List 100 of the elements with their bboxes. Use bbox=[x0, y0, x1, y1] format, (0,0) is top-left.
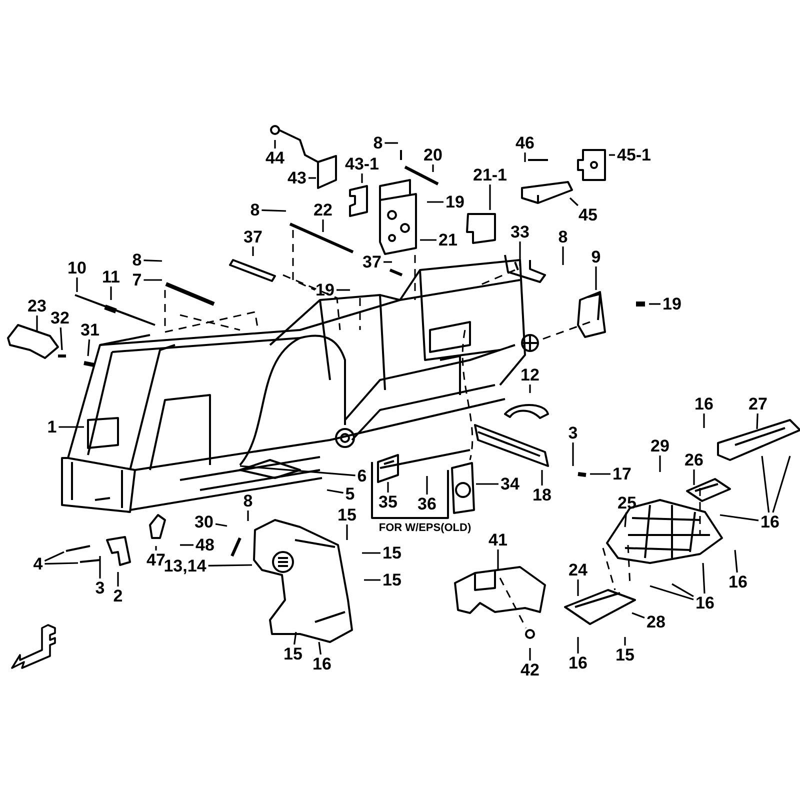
callout-number: 28 bbox=[646, 614, 666, 630]
leader-line bbox=[364, 579, 380, 581]
leader-line bbox=[384, 261, 392, 263]
leader-line bbox=[590, 473, 610, 475]
leader-line bbox=[180, 544, 194, 546]
callout-number: 3 bbox=[95, 580, 105, 596]
leader-line bbox=[252, 246, 254, 256]
leader-line bbox=[572, 442, 574, 466]
leader-line bbox=[60, 327, 63, 350]
leader-line bbox=[624, 512, 627, 528]
leader-line bbox=[761, 456, 770, 513]
callout-number: 6 bbox=[357, 468, 367, 484]
callout-number: 21-1 bbox=[472, 166, 508, 184]
leader-line bbox=[384, 142, 398, 144]
leader-line bbox=[720, 514, 759, 522]
leader-line bbox=[144, 260, 162, 262]
leader-line bbox=[308, 177, 316, 179]
callout-number: 19 bbox=[446, 194, 464, 210]
leader-line bbox=[215, 523, 228, 527]
callout-number: 37 bbox=[244, 228, 262, 246]
callout-number: 16 bbox=[696, 594, 714, 612]
leader-line bbox=[693, 470, 695, 485]
callout-number: 15 bbox=[616, 646, 634, 664]
leader-line bbox=[44, 562, 78, 565]
callout-number: 19 bbox=[316, 282, 334, 298]
callout-number: 44 bbox=[266, 150, 284, 166]
leader-line bbox=[322, 220, 324, 232]
leader-line bbox=[672, 583, 694, 598]
callout-number: 1 bbox=[47, 418, 57, 436]
callout-number: 29 bbox=[650, 438, 670, 454]
leader-line bbox=[524, 152, 526, 162]
leader-line bbox=[294, 632, 297, 645]
callout-number: 47 bbox=[146, 552, 166, 568]
leader-line bbox=[240, 465, 356, 476]
callout-number: 32 bbox=[50, 310, 70, 326]
callout-number: 17 bbox=[612, 466, 632, 482]
leader-line bbox=[577, 580, 579, 596]
callout-number: 20 bbox=[424, 146, 442, 164]
callout-number: 9 bbox=[591, 248, 601, 266]
leader-line bbox=[99, 556, 101, 578]
callout-number: 8 bbox=[558, 228, 568, 246]
callout-number: 7 bbox=[132, 272, 142, 288]
callout-number: 43 bbox=[288, 170, 306, 186]
callout-number: 12 bbox=[520, 366, 540, 384]
leader-line bbox=[569, 197, 578, 206]
leader-line bbox=[420, 239, 436, 241]
callout-number: 48 bbox=[196, 536, 214, 554]
callout-number: 31 bbox=[80, 322, 100, 338]
leader-line bbox=[426, 476, 428, 494]
leader-line bbox=[262, 209, 286, 212]
leader-line bbox=[318, 642, 322, 655]
leader-line bbox=[489, 184, 491, 210]
callout-number: 46 bbox=[516, 134, 534, 152]
callout-number: 16 bbox=[728, 574, 748, 590]
callout-number: 19 bbox=[662, 296, 682, 312]
leader-line bbox=[336, 289, 350, 291]
leader-line bbox=[58, 426, 84, 428]
leader-line bbox=[326, 489, 344, 494]
callout-number: 15 bbox=[382, 572, 402, 588]
leader-line bbox=[208, 564, 252, 566]
leader-line bbox=[44, 551, 64, 562]
callout-number: 5 bbox=[345, 486, 355, 502]
callout-number: 18 bbox=[532, 486, 552, 504]
leader-line bbox=[519, 242, 521, 266]
leader-line bbox=[624, 637, 626, 646]
callout-number: 16 bbox=[568, 654, 588, 672]
leader-line bbox=[427, 201, 444, 203]
callout-number: 16 bbox=[694, 396, 714, 412]
leader-line bbox=[632, 612, 645, 618]
callout-number: 43-1 bbox=[344, 156, 380, 172]
leader-line bbox=[562, 246, 564, 265]
leader-line bbox=[362, 552, 380, 554]
leader-line bbox=[529, 384, 531, 393]
leader-line bbox=[702, 562, 706, 594]
callout-number: 4 bbox=[33, 556, 43, 572]
leader-line bbox=[155, 546, 157, 550]
leader-line bbox=[247, 510, 249, 521]
callout-number: 16 bbox=[760, 514, 780, 530]
leader-line bbox=[703, 414, 705, 428]
leader-line bbox=[432, 164, 434, 172]
callout-number: 35 bbox=[378, 494, 398, 510]
callout-number: 15 bbox=[284, 646, 302, 662]
callout-number: 23 bbox=[28, 298, 46, 314]
callout-number: 45-1 bbox=[616, 146, 652, 164]
callout-number: 3 bbox=[568, 424, 578, 442]
callout-number: 15 bbox=[338, 506, 356, 524]
leader-line bbox=[659, 456, 661, 472]
callout-number: 22 bbox=[314, 202, 332, 218]
callout-number: 13,14 bbox=[164, 558, 206, 574]
leader-line bbox=[36, 316, 38, 332]
callout-number: 33 bbox=[510, 224, 530, 240]
callout-number: 26 bbox=[684, 452, 704, 468]
callout-number: 21 bbox=[438, 232, 458, 248]
leader-line bbox=[87, 339, 90, 356]
callout-number: 42 bbox=[520, 662, 540, 678]
callout-number: 8 bbox=[132, 252, 142, 268]
callout-number: 36 bbox=[418, 496, 436, 512]
callout-number: 15 bbox=[382, 544, 402, 562]
leader-line bbox=[110, 286, 112, 300]
leader-line bbox=[541, 470, 543, 486]
